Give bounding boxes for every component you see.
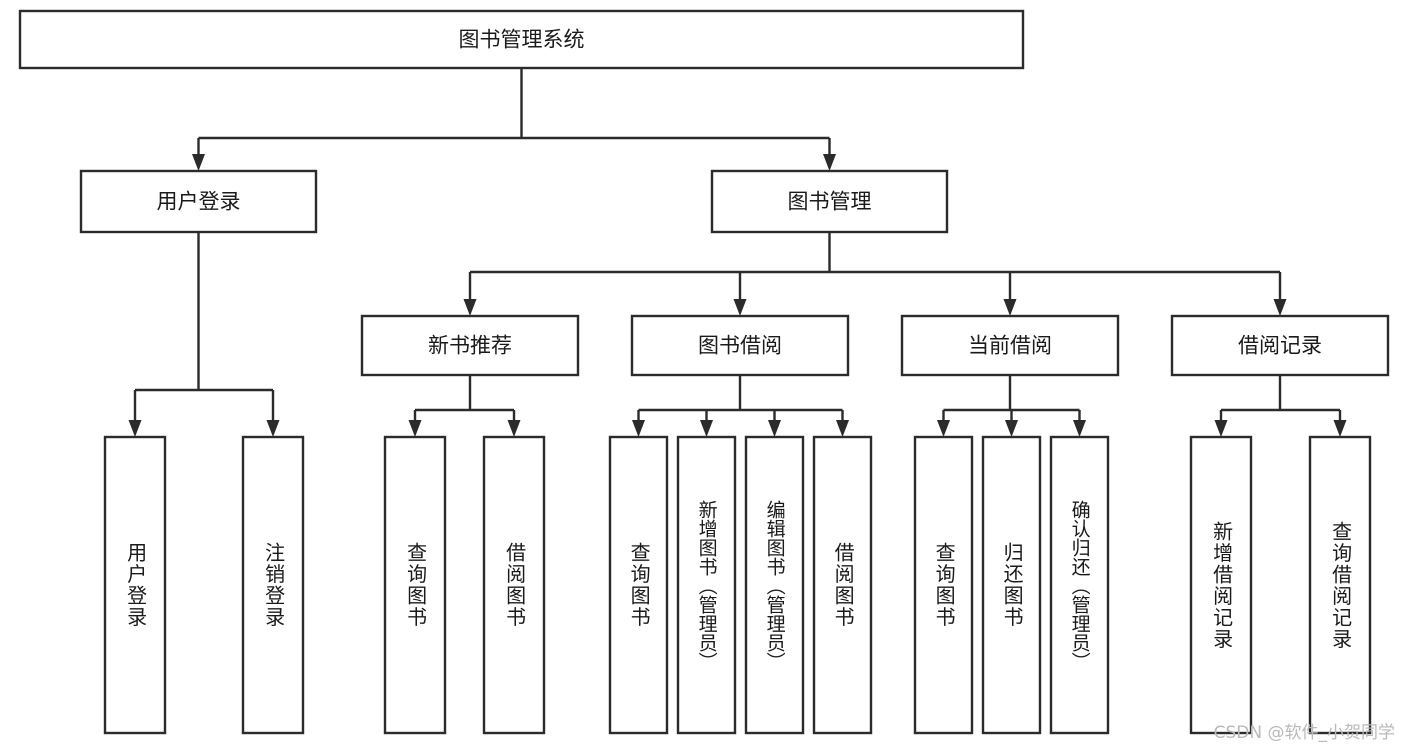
node-box-leaf-query-book-cur[interactable] bbox=[913, 435, 974, 735]
arrow-head-icon bbox=[1273, 299, 1287, 316]
node-box-leaf-borrow-book-rec[interactable] bbox=[482, 435, 546, 735]
node-box-layer bbox=[18, 9, 1390, 735]
arrow-head-icon bbox=[463, 299, 477, 316]
arrow-head-icon bbox=[1333, 420, 1347, 437]
node-box-current-borrow[interactable] bbox=[900, 314, 1120, 377]
arrow-head-icon bbox=[768, 420, 781, 437]
node-box-leaf-confirm-return[interactable] bbox=[1049, 435, 1110, 735]
arrow-head-icon bbox=[1073, 420, 1086, 437]
node-label-borrow-record: 借阅记录 bbox=[1238, 334, 1322, 358]
node-label-current-borrow: 当前借阅 bbox=[968, 334, 1052, 358]
node-box-leaf-add-borrow-record[interactable] bbox=[1189, 435, 1253, 735]
node-box-leaf-add-book[interactable] bbox=[676, 435, 737, 735]
node-label-book-management: 图书管理 bbox=[788, 190, 872, 214]
node-box-book-management[interactable] bbox=[710, 169, 949, 234]
connector-conn-borrow-to-leaves bbox=[632, 375, 849, 437]
connector-conn-root-to-level2 bbox=[192, 68, 836, 171]
connector-conn-record-to-leaves bbox=[1214, 375, 1347, 437]
node-box-leaf-query-book-bor[interactable] bbox=[608, 435, 669, 735]
node-box-new-book-recommend[interactable] bbox=[360, 314, 580, 377]
node-box-leaf-user-logout[interactable] bbox=[241, 435, 305, 735]
node-box-leaf-edit-book[interactable] bbox=[744, 435, 805, 735]
arrow-head-icon bbox=[408, 420, 422, 437]
arrow-head-icon bbox=[823, 154, 836, 171]
arrow-head-icon bbox=[836, 420, 849, 437]
node-label-book-borrow: 图书借阅 bbox=[698, 334, 782, 358]
arrow-head-icon bbox=[266, 420, 280, 437]
node-box-leaf-user-login[interactable] bbox=[103, 435, 167, 735]
node-box-leaf-return-book[interactable] bbox=[981, 435, 1042, 735]
node-label-root: 图书管理系统 bbox=[459, 28, 585, 52]
node-label-user-login: 用户登录 bbox=[157, 190, 241, 214]
node-box-leaf-query-borrow-record[interactable] bbox=[1308, 435, 1372, 735]
node-box-borrow-record[interactable] bbox=[1170, 314, 1390, 377]
node-box-root[interactable] bbox=[18, 9, 1025, 70]
arrow-head-icon bbox=[507, 420, 521, 437]
node-box-leaf-query-book-rec[interactable] bbox=[383, 435, 447, 735]
arrow-head-icon bbox=[700, 420, 713, 437]
connector-conn-login-to-leaves bbox=[128, 232, 280, 437]
connector-conn-rec-to-leaves bbox=[408, 375, 521, 437]
arrow-head-icon bbox=[733, 299, 747, 316]
node-label-new-book-recommend: 新书推荐 bbox=[428, 334, 512, 358]
arrow-head-icon bbox=[937, 420, 950, 437]
node-box-book-borrow[interactable] bbox=[630, 314, 850, 377]
connector-conn-bm-to-level3 bbox=[463, 232, 1287, 316]
arrow-head-icon bbox=[192, 154, 205, 171]
arrow-head-icon bbox=[1214, 420, 1228, 437]
arrow-head-icon bbox=[632, 420, 645, 437]
arrow-head-icon bbox=[1005, 420, 1018, 437]
arrow-head-icon bbox=[128, 420, 142, 437]
connector-conn-current-to-leaves bbox=[937, 375, 1086, 437]
arrow-head-icon bbox=[1003, 299, 1017, 316]
node-box-user-login[interactable] bbox=[79, 169, 318, 234]
node-box-leaf-borrow-book-bor[interactable] bbox=[812, 435, 873, 735]
connector-layer bbox=[128, 68, 1347, 437]
